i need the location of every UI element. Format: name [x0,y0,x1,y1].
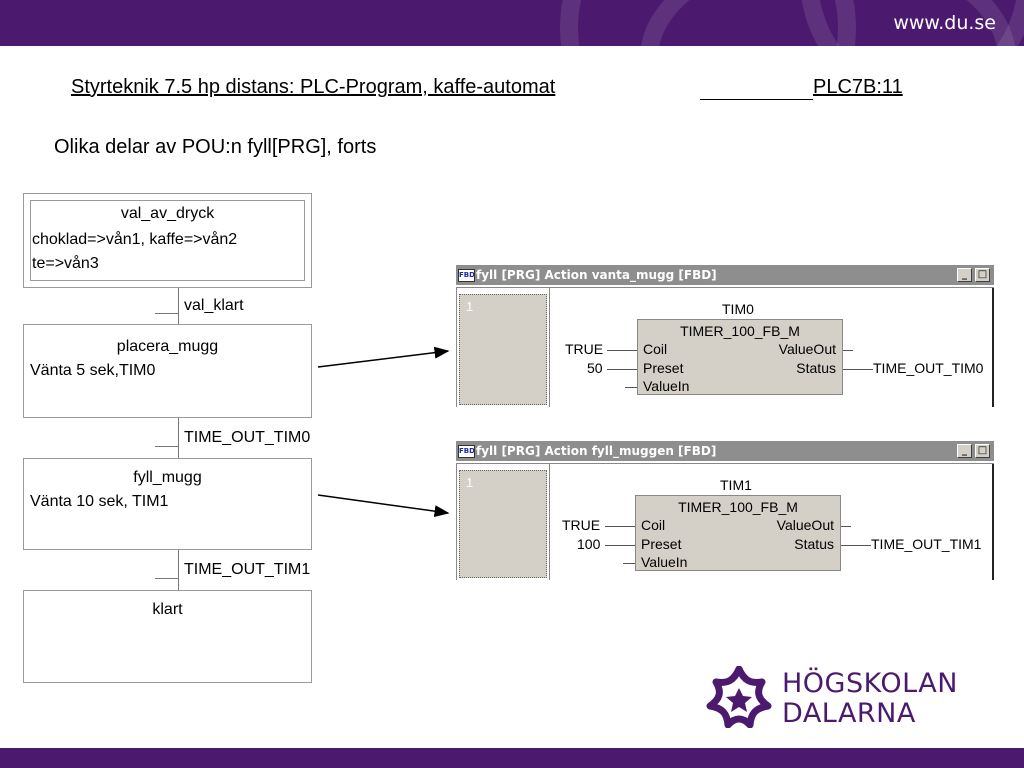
fbd-window-fyll-muggen[interactable]: FBD fyll [PRG] Action fyll_muggen [FBD] … [456,441,994,580]
window-titlebar[interactable]: FBD fyll [PRG] Action fyll_muggen [FBD] … [456,441,994,461]
logo-line-2: DALARNA [782,698,916,729]
preset-input-value[interactable]: 100 [577,536,601,552]
pin-status: Status [796,360,836,376]
wire [607,369,637,370]
minimize-button[interactable]: _ [957,444,972,458]
coil-input-value[interactable]: TRUE [562,517,601,533]
sfc-step-val-av-dryck[interactable]: val_av_dryck choklad=>vån1, kaffe=>vån2 … [23,193,312,288]
preset-input-value[interactable]: 50 [587,360,603,376]
sfc-step-klart[interactable]: klart [23,590,312,683]
slide-title: Styrteknik 7.5 hp distans: PLC-Program, … [71,76,556,98]
step-name: val_av_dryck [120,205,215,222]
fbd-icon: FBD [458,269,475,282]
fbd-editor[interactable]: 1 TIM0 TIMER_100_FB_M Coil Preset ValueI… [456,287,994,407]
sfc-transition-bar [155,313,178,314]
pin-coil: Coil [641,517,666,533]
sfc-connector [178,418,179,458]
timer-function-block[interactable]: TIMER_100_FB_M Coil Preset ValueIn Value… [637,319,843,395]
fb-type-name: TIMER_100_FB_M [678,499,798,515]
sfc-transition-label[interactable]: val_klart [184,297,244,314]
arrow-to-fyll-muggen [317,494,450,518]
slide-code: PLC7B:11 [813,76,903,98]
coil-input-value[interactable]: TRUE [565,341,604,357]
wire-stub [841,526,851,527]
fb-instance-name[interactable]: TIM0 [722,301,754,317]
hogskolan-dalarna-logo[interactable]: HÖGSKOLAN DALARNA [704,665,994,729]
footer-bar [0,748,1024,768]
maximize-button[interactable]: □ [975,268,990,282]
wire [605,545,635,546]
wire [605,526,635,527]
status-output-variable[interactable]: TIME_OUT_TIM0 [873,360,984,376]
title-underline [700,99,813,100]
arrow-to-vanta-mugg [317,346,450,368]
fbd-window-vanta-mugg[interactable]: FBD fyll [PRG] Action vanta_mugg [FBD] _… [456,265,994,407]
site-url[interactable]: www.du.se [893,12,996,34]
wire-stub [625,387,637,388]
fb-type-name: TIMER_100_FB_M [680,323,800,339]
sfc-transition-bar [155,578,178,579]
sfc-transition-label[interactable]: TIME_OUT_TIM1 [184,561,311,578]
logo-line-1: HÖGSKOLAN [782,668,958,699]
sfc-transition-label[interactable]: TIME_OUT_TIM0 [184,429,311,446]
header-bar: www.du.se [0,0,1024,46]
timer-function-block[interactable]: TIMER_100_FB_M Coil Preset ValueIn Value… [635,495,841,571]
sfc-transition-bar [155,446,178,447]
network-number: 1 [466,299,474,314]
star-flower-icon [706,665,772,729]
step-action-line: Vänta 10 sek, TIM1 [30,493,169,510]
wire [607,350,637,351]
slide-subtitle: Olika delar av POU:n fyll[PRG], forts [54,136,377,158]
initial-step-frame [30,200,305,281]
step-action-line: choklad=>vån1, kaffe=>vån2 [32,231,238,248]
wire [841,545,871,546]
fbd-icon: FBD [458,445,475,458]
pin-status: Status [794,536,834,552]
network-gutter: 1 [459,294,547,405]
sfc-step-placera-mugg[interactable]: placera_mugg Vänta 5 sek,TIM0 [23,324,312,418]
window-titlebar[interactable]: FBD fyll [PRG] Action vanta_mugg [FBD] _… [456,265,994,285]
step-name: klart [152,601,183,618]
maximize-button[interactable]: □ [975,444,990,458]
pin-valueout: ValueOut [776,517,834,533]
wire-stub [843,350,853,351]
pin-preset: Preset [641,536,682,552]
pin-valueout: ValueOut [778,341,836,357]
pin-coil: Coil [643,341,668,357]
gutter-divider [549,288,550,407]
sfc-step-fyll-mugg[interactable]: fyll_mugg Vänta 10 sek, TIM1 [23,458,312,550]
minimize-button[interactable]: _ [957,268,972,282]
fbd-editor[interactable]: 1 TIM1 TIMER_100_FB_M Coil Preset ValueI… [456,463,994,580]
pin-valuein: ValueIn [643,378,690,394]
wire-stub [623,563,635,564]
gutter-divider [549,464,550,580]
step-action-line: te=>vån3 [32,255,99,272]
pin-valuein: ValueIn [641,554,688,570]
scrollbar-edge[interactable] [992,288,994,407]
step-name: placera_mugg [116,338,219,355]
sfc-connector [178,288,179,324]
sfc-connector [178,550,179,590]
status-output-variable[interactable]: TIME_OUT_TIM1 [871,536,982,552]
network-gutter: 1 [459,470,547,578]
scrollbar-edge[interactable] [992,464,994,580]
window-title: fyll [PRG] Action fyll_muggen [FBD] [476,444,717,458]
window-title: fyll [PRG] Action vanta_mugg [FBD] [476,268,717,282]
network-number: 1 [466,475,474,490]
fb-instance-name[interactable]: TIM1 [720,477,752,493]
wire [843,369,873,370]
pin-preset: Preset [643,360,684,376]
step-name: fyll_mugg [133,469,202,486]
step-action-line: Vänta 5 sek,TIM0 [30,362,156,379]
